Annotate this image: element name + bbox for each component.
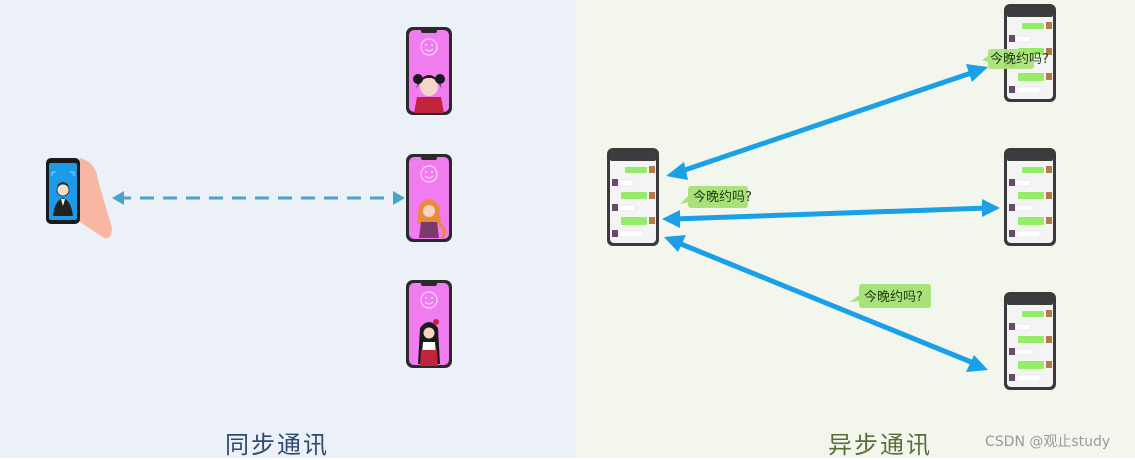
message-bubble-2: 今晚约吗? (680, 186, 752, 208)
pink-phone-3 (406, 280, 452, 368)
message-bubble-3: 今晚约吗? (850, 284, 931, 308)
watermark: CSDN @观止study (985, 431, 1110, 451)
message-bubble-1: 今晚约吗? (982, 49, 1049, 69)
async-caption: 异步通讯 (828, 425, 932, 460)
chat-phone-icon-sender (607, 148, 659, 246)
pink-phone-2 (406, 154, 452, 242)
message-bubble-2-text: 今晚约吗? (693, 189, 752, 205)
hand-phone-icon (46, 158, 112, 238)
async-arrow-1 (676, 71, 977, 173)
message-bubble-1-text: 今晚约吗? (990, 51, 1049, 67)
sync-arrow-head-left (112, 191, 124, 205)
chat-phone-icon-receiver-3 (1004, 292, 1056, 390)
pink-phone-1 (406, 27, 452, 115)
sync-caption: 同步通讯 (225, 425, 329, 460)
async-arrow-2 (674, 208, 988, 219)
sync-arrow-head-right (393, 191, 405, 205)
message-bubble-3-text: 今晚约吗? (864, 289, 923, 305)
chat-phone-icon-receiver-2 (1004, 148, 1056, 246)
